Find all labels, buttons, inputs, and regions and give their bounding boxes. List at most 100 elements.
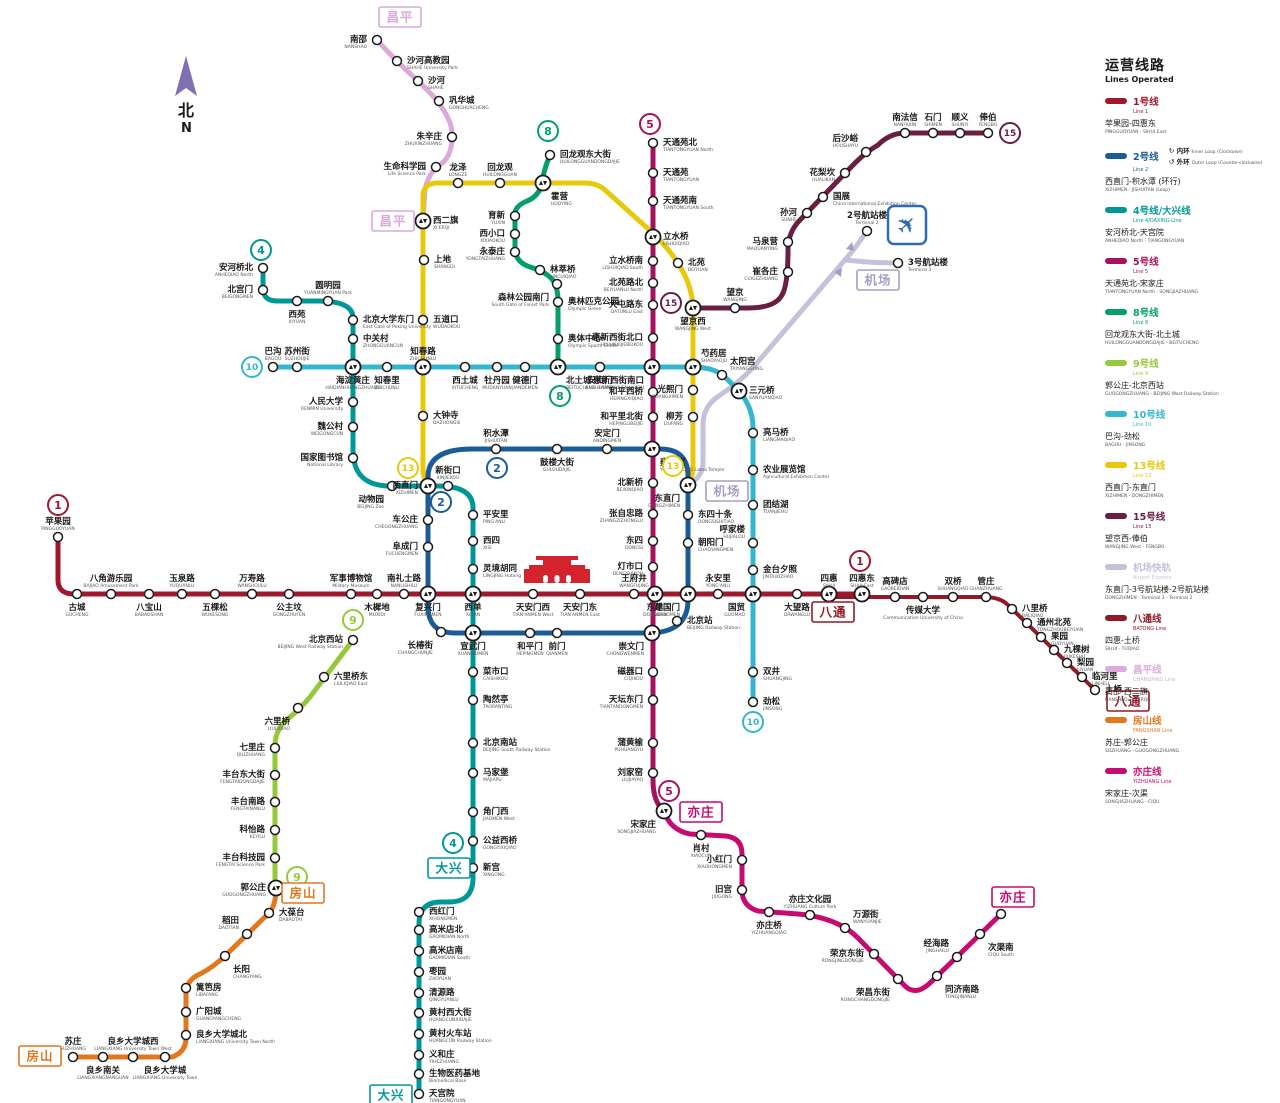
station-label-zh: 土桥 xyxy=(1105,684,1123,695)
station-label-zh: 圆明园 xyxy=(315,281,341,291)
legend-line-name-zh: 2号线 xyxy=(1133,151,1159,163)
transfer-icon xyxy=(829,592,833,597)
station-label-en: TAORANTING xyxy=(482,704,513,710)
line-number-badge xyxy=(662,455,684,477)
station-marker xyxy=(892,973,904,985)
transfer-icon xyxy=(652,365,656,370)
station-label-en: LIBAFANG xyxy=(196,992,219,998)
station-label-zh: 荣昌东街 xyxy=(855,987,891,998)
station-label-en: ZHICHUNLI xyxy=(375,385,400,391)
station-label-en: DATUNLU East xyxy=(611,309,643,315)
legend-line-name-en: Airport Express xyxy=(1133,575,1172,581)
station-label-zh: 霍营 xyxy=(551,191,569,202)
station-label-zh: 科怡路 xyxy=(239,824,265,835)
station-label-en: TAIYANGGONG xyxy=(729,366,764,372)
station-label-en: East Gate of Peking University xyxy=(363,324,431,330)
legend-color-pill xyxy=(1105,360,1127,366)
station-label-zh: 东单 xyxy=(646,602,664,613)
station-marker xyxy=(931,970,943,982)
station-label-zh: 万寿路 xyxy=(238,573,265,584)
legend-termini-en: NANSHAO - XI'ERQI xyxy=(1105,698,1149,703)
station-label-en: BAJIAO Amusement Park xyxy=(83,583,139,589)
legend-line-name-en: Line 5 xyxy=(1133,269,1149,275)
legend-color-pill xyxy=(1105,207,1127,213)
line-number-badge xyxy=(47,494,69,516)
station-label-en: JINTAIXIZHAO xyxy=(762,574,794,580)
line-name-box xyxy=(991,886,1035,908)
station-marker xyxy=(467,767,479,779)
station-label-en: GAOMIDIAN South xyxy=(429,955,470,961)
interchange-station-marker xyxy=(643,624,661,642)
station-label-zh: 健德门 xyxy=(512,375,538,386)
transfer-icon xyxy=(543,181,547,186)
loop-arrow-icon: ↻ xyxy=(1168,147,1175,155)
station-label-zh: 阜成门 xyxy=(392,541,418,552)
station-marker xyxy=(67,1051,79,1063)
station-label-en: ZHUXINZHUANG xyxy=(405,141,443,147)
station-label-zh: 马泉营 xyxy=(752,236,778,247)
station-marker xyxy=(283,588,295,600)
station-label-zh: 高米店南 xyxy=(429,945,464,956)
legend-termini-en: HUILONGGUANDONGDAJIE - BEITUCHENG xyxy=(1105,341,1199,346)
legend-color-pill xyxy=(1105,152,1127,159)
station-marker xyxy=(594,361,606,373)
station-label-en: CAISHIKOU xyxy=(483,676,508,682)
station-label-zh: 沙河高教园 xyxy=(407,55,450,66)
station-label-en: YUANMINGYUAN Park xyxy=(303,290,352,296)
station-label-zh: 宋家庄 xyxy=(629,819,656,830)
station-marker xyxy=(267,361,279,373)
line-number-badge-label: 4 xyxy=(257,244,265,257)
station-marker xyxy=(435,626,447,638)
line-name-box-label: 昌平 xyxy=(379,214,406,229)
station-label-zh: 大钟寺 xyxy=(433,410,459,421)
station-label-zh: 回龙观 xyxy=(487,162,513,173)
station-label-en: SIHUI xyxy=(823,583,835,589)
station-label-en: WUKESONG xyxy=(202,612,229,618)
station-label-en: GAOBEIDIAN xyxy=(881,586,910,592)
station-marker xyxy=(860,146,872,158)
station-label-en: CHAOYANGMEN xyxy=(698,547,733,553)
station-label-zh: 郭公庄 xyxy=(240,882,266,893)
station-marker xyxy=(647,386,659,398)
station-label-zh: 国展 xyxy=(833,191,851,202)
station-label-zh: 崔各庄 xyxy=(751,266,778,277)
transfer-icon xyxy=(684,482,688,487)
station-marker xyxy=(716,369,728,381)
station-label-en: CHANGYANG xyxy=(233,974,262,980)
station-marker xyxy=(747,696,759,708)
station-label-en: XINGONG xyxy=(483,872,505,878)
station-label-zh: 上地 xyxy=(434,254,452,265)
station-label-en: PING'ANLI xyxy=(483,519,505,525)
line-number-badge-label: 9 xyxy=(349,614,357,627)
transfer-icon xyxy=(753,592,757,597)
station-marker xyxy=(347,421,359,433)
line-number-badge-label: 5 xyxy=(665,785,673,798)
station-marker xyxy=(347,333,359,345)
station-marker xyxy=(747,464,759,476)
station-label-en: QILIZHUANG xyxy=(237,752,266,758)
station-label-zh: 知春里 xyxy=(374,375,400,386)
legend-color-pill xyxy=(1105,411,1127,417)
station-label-zh: 大屯路东 xyxy=(609,299,644,310)
legend-termini-zh: 安河桥北-天宫院 xyxy=(1105,228,1164,237)
station-label-zh: 天通苑北 xyxy=(663,137,698,148)
legend-line-name-zh: 15号线 xyxy=(1133,512,1166,523)
station-label-en: Biomedical Base xyxy=(429,1078,466,1084)
line-number-badge xyxy=(639,113,661,135)
station-label-zh: 菜市口 xyxy=(482,666,509,677)
station-label-en: BEIJING Railway Station xyxy=(687,625,740,631)
station-label-en: CUIGEZHUANG xyxy=(744,276,778,282)
station-marker xyxy=(763,906,775,918)
station-marker xyxy=(839,922,851,934)
station-label-zh: 呼家楼 xyxy=(719,524,745,535)
line-path-line10 xyxy=(270,364,756,705)
station-label-zh: 安贞门 xyxy=(587,375,613,386)
station-label-en: XIAOHONGMEN xyxy=(697,864,732,870)
station-label-en: LIULIQIAO East xyxy=(334,681,368,687)
station-label-en: BEIXINQIAO xyxy=(617,487,644,493)
tiananmen-icon xyxy=(536,556,578,560)
